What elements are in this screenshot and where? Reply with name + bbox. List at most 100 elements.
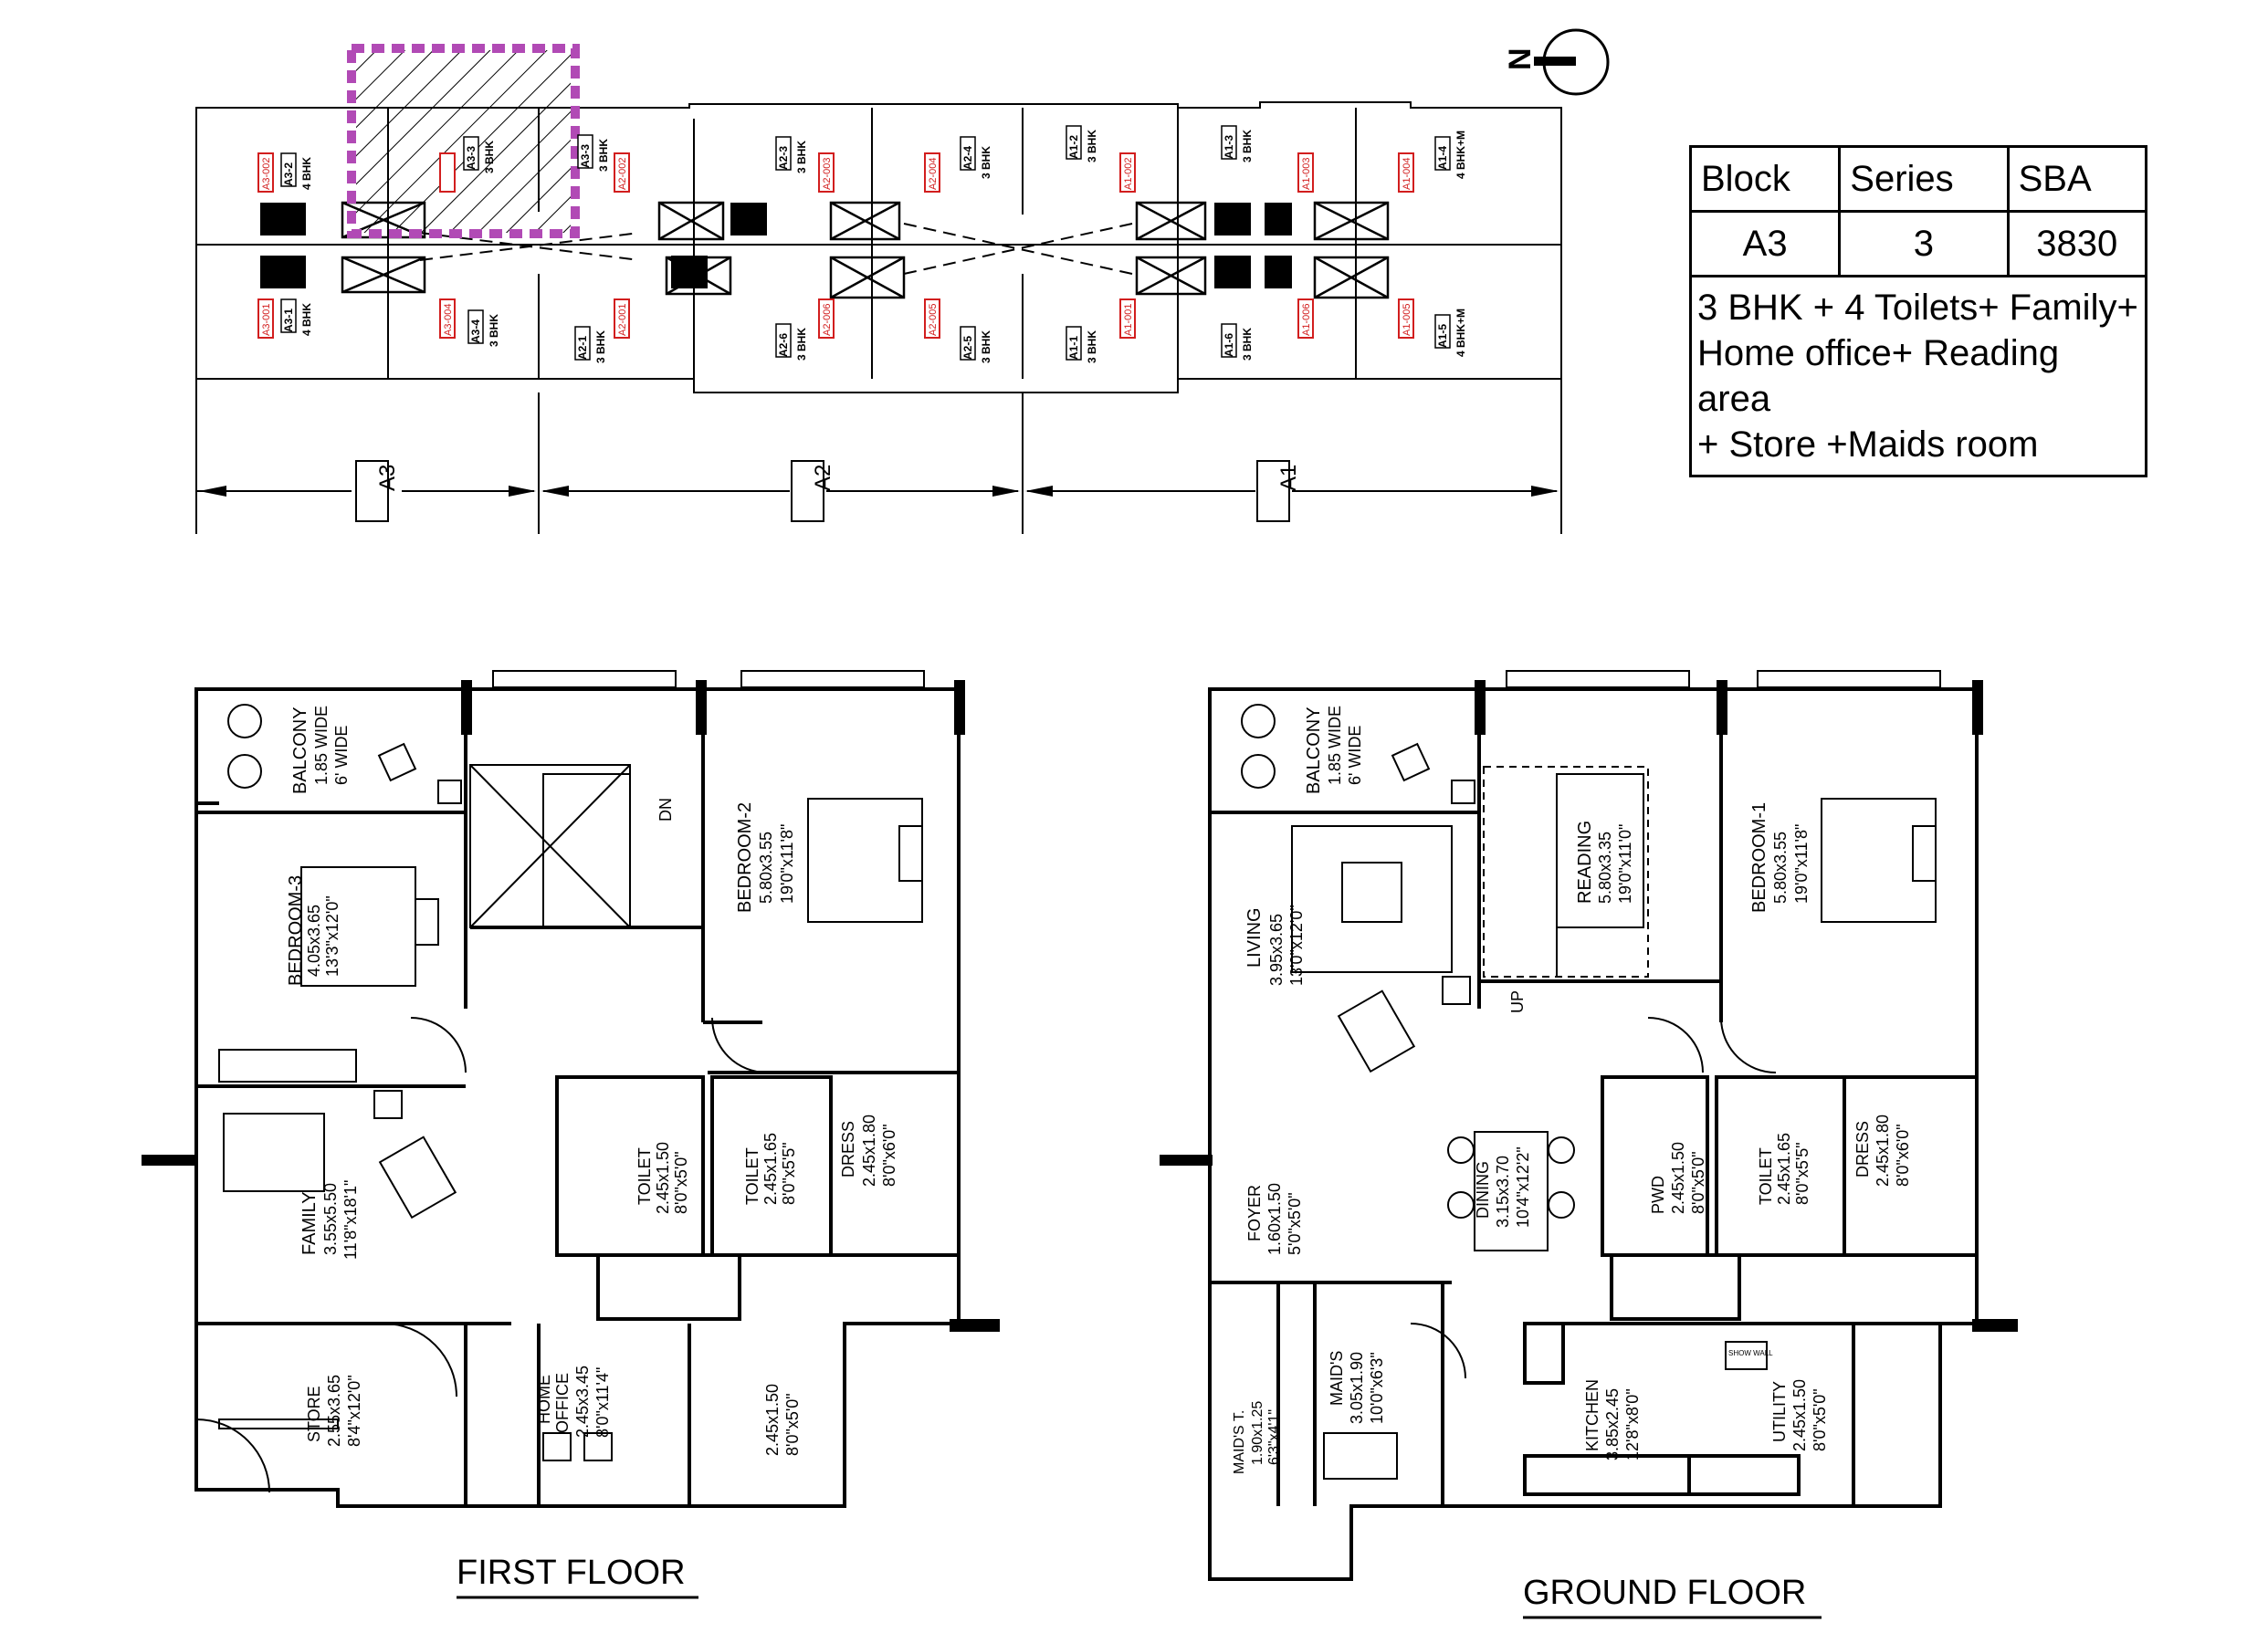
- svg-text:12'8"x8'0": 12'8"x8'0": [1623, 1388, 1642, 1460]
- svg-text:A2-5: A2-5: [961, 336, 974, 360]
- svg-text:A3-3: A3-3: [465, 146, 478, 170]
- spec-header-sba: SBA: [2006, 145, 2148, 213]
- gf-balcony-label: BALCONY: [1304, 707, 1324, 794]
- svg-text:6'3"x4'1": 6'3"x4'1": [1266, 1409, 1282, 1465]
- svg-text:A2-4: A2-4: [961, 146, 974, 170]
- svg-text:A2-004: A2-004: [928, 158, 939, 190]
- svg-text:A3-2: A3-2: [282, 162, 295, 186]
- svg-text:19'0"x11'8": 19'0"x11'8": [778, 824, 796, 904]
- svg-text:3 BHK: 3 BHK: [980, 146, 992, 179]
- svg-text:A3-3: A3-3: [579, 144, 592, 168]
- gf-dress-label: DRESS: [1853, 1121, 1872, 1178]
- gf-dining-label: DINING: [1474, 1161, 1492, 1219]
- svg-text:A3-001: A3-001: [261, 304, 272, 336]
- svg-text:3 BHK: 3 BHK: [795, 141, 808, 173]
- svg-text:A3-4: A3-4: [469, 319, 482, 343]
- svg-text:6' WIDE: 6' WIDE: [332, 726, 351, 785]
- svg-text:11'8"x18'1": 11'8"x18'1": [341, 1180, 360, 1260]
- block-dimension-line: A3 A2 A1: [195, 379, 1562, 534]
- key-plan: [195, 101, 1562, 393]
- svg-text:8'0"x6'0": 8'0"x6'0": [880, 1124, 898, 1187]
- ff-balcony-label: BALCONY: [290, 707, 310, 794]
- gf-utility-label: UTILITY: [1770, 1381, 1789, 1442]
- ground-floor-plan: BALCONY 1.85 WIDE 6' WIDE LIVING 3.95x3.…: [1160, 670, 2018, 1619]
- ff-home-office-label: HOME: [535, 1375, 553, 1424]
- svg-text:2.45x1.50: 2.45x1.50: [1669, 1142, 1687, 1214]
- spec-header-block: Block: [1688, 145, 1842, 213]
- svg-text:8'0"x6'0": 8'0"x6'0": [1894, 1124, 1912, 1187]
- spec-description: 3 BHK + 4 Toilets+ Family+ Home office+ …: [1689, 275, 2147, 477]
- svg-text:8'0"x5'0": 8'0"x5'0": [783, 1393, 802, 1456]
- svg-text:A2-003: A2-003: [822, 158, 833, 190]
- svg-text:19'0"x11'8": 19'0"x11'8": [1792, 824, 1811, 904]
- svg-text:3.15x3.70: 3.15x3.70: [1494, 1156, 1512, 1228]
- ff-dn-label: DN: [656, 798, 675, 822]
- svg-text:A1-006: A1-006: [1301, 304, 1312, 336]
- svg-text:8'0"x5'0": 8'0"x5'0": [1689, 1151, 1707, 1214]
- ff-dress-label: DRESS: [839, 1121, 857, 1178]
- svg-text:2.45x1.50: 2.45x1.50: [654, 1142, 672, 1214]
- svg-text:A2-3: A2-3: [777, 146, 790, 170]
- block-label-a1: A1: [1276, 465, 1301, 491]
- svg-text:A1-4: A1-4: [1436, 146, 1449, 170]
- svg-text:10'4"x12'2": 10'4"x12'2": [1514, 1146, 1532, 1228]
- svg-text:3.05x1.90: 3.05x1.90: [1348, 1352, 1366, 1424]
- svg-text:13'3"x12'0": 13'3"x12'0": [323, 895, 341, 977]
- svg-text:3 BHK: 3 BHK: [594, 330, 607, 363]
- svg-text:8'0"x11'4": 8'0"x11'4": [593, 1367, 612, 1438]
- gf-foyer-label: FOYER: [1245, 1185, 1264, 1241]
- spec-header-row: Block Series SBA: [1688, 145, 2148, 213]
- ff-family-label: FAMILY: [299, 1191, 320, 1255]
- spec-description-line: Home office+ Reading area: [1697, 333, 2060, 419]
- svg-text:4 BHK: 4 BHK: [300, 157, 313, 190]
- svg-text:2.55x3.65: 2.55x3.65: [325, 1375, 343, 1447]
- svg-text:3.85x2.45: 3.85x2.45: [1603, 1388, 1622, 1460]
- svg-text:3.95x3.65: 3.95x3.65: [1267, 914, 1286, 986]
- svg-text:13'0"x12'0": 13'0"x12'0": [1287, 905, 1306, 986]
- gf-shower-label: SHOW WALL: [1728, 1349, 1773, 1357]
- svg-text:2.45x1.80: 2.45x1.80: [1874, 1115, 1892, 1187]
- gf-maids-label: MAID'S: [1328, 1351, 1346, 1406]
- svg-text:2.45x1.80: 2.45x1.80: [860, 1115, 878, 1187]
- north-compass: N: [1503, 28, 1610, 96]
- ff-toilet2-label: TOILET: [743, 1147, 761, 1205]
- spec-header-series: Series: [1838, 145, 2010, 213]
- svg-text:A2-1: A2-1: [576, 336, 589, 360]
- gf-reading-label: READING: [1575, 821, 1595, 904]
- svg-text:3 BHK: 3 BHK: [483, 141, 496, 173]
- ff-bedroom2-label: BEDROOM-2: [735, 802, 755, 913]
- svg-text:8'0"x5'5": 8'0"x5'5": [780, 1142, 798, 1205]
- svg-text:A2-001: A2-001: [617, 304, 628, 336]
- svg-text:A3-004: A3-004: [443, 304, 454, 336]
- svg-text:2.45x1.65: 2.45x1.65: [761, 1133, 780, 1205]
- svg-text:2.45x3.45: 2.45x3.45: [573, 1366, 592, 1438]
- svg-text:A1-001: A1-001: [1123, 304, 1134, 336]
- gf-up-label: UP: [1508, 990, 1527, 1013]
- gf-kitchen-label: KITCHEN: [1583, 1379, 1601, 1451]
- svg-text:1.90x1.25: 1.90x1.25: [1250, 1401, 1265, 1465]
- svg-text:A1-004: A1-004: [1402, 158, 1412, 190]
- gf-pwd-label: PWD: [1649, 1176, 1667, 1214]
- svg-text:4 BHK+M: 4 BHK+M: [1454, 309, 1467, 357]
- gf-bedroom1-label: BEDROOM-1: [1749, 802, 1769, 913]
- svg-text:A1-2: A1-2: [1067, 135, 1080, 159]
- svg-text:8'4"x12'0": 8'4"x12'0": [345, 1375, 363, 1447]
- svg-text:5.80x3.55: 5.80x3.55: [757, 832, 775, 904]
- svg-text:A1-5: A1-5: [1436, 324, 1449, 348]
- svg-text:1.60x1.50: 1.60x1.50: [1265, 1183, 1284, 1255]
- svg-text:OFFICE: OFFICE: [553, 1373, 572, 1433]
- svg-text:A1-1: A1-1: [1067, 336, 1080, 360]
- svg-text:1.85 WIDE: 1.85 WIDE: [312, 706, 331, 785]
- gf-toilet-label: TOILET: [1757, 1147, 1775, 1205]
- ff-small-room-label: 2.45x1.50: [763, 1384, 782, 1456]
- svg-text:5.80x3.35: 5.80x3.35: [1596, 832, 1614, 904]
- north-label: N: [1503, 47, 1538, 70]
- svg-text:5.80x3.55: 5.80x3.55: [1771, 832, 1790, 904]
- spec-block-value: A3: [1688, 210, 1842, 277]
- ff-toilet1-label: TOILET: [635, 1147, 654, 1205]
- key-plan-unit-tags: A3-002 A3-2 4 BHK A3-3 3 BHK A3-3 3 BHK …: [257, 125, 1467, 363]
- spec-description-row: 3 BHK + 4 Toilets+ Family+ Home office+ …: [1689, 275, 2147, 477]
- svg-text:3 BHK: 3 BHK: [597, 139, 610, 172]
- gf-maids-toilet-label: MAID'S T.: [1232, 1410, 1247, 1474]
- svg-text:3 BHK: 3 BHK: [488, 314, 500, 347]
